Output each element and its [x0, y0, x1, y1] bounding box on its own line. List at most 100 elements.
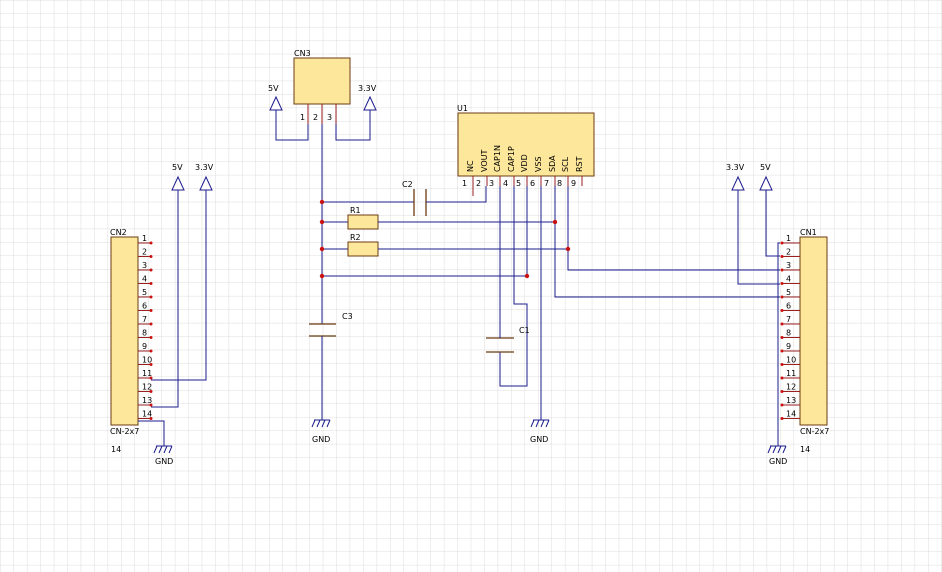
cn1-pin7-end [780, 322, 784, 326]
wire-cn3-5v [275, 110, 309, 141]
cn2-pin12-num: 12 [142, 383, 152, 392]
cn1-pin8-num: 8 [786, 329, 791, 338]
cn3-5v-label: 5V [268, 84, 279, 93]
cn1-pin8-end [780, 336, 784, 339]
wire-cn1-3v3 [737, 190, 780, 285]
u1-pin9-num: 9 [571, 179, 576, 188]
cn2-pin6-end [149, 309, 153, 312]
u1-pin-4: CAP1P 4 [503, 146, 516, 188]
cn2-pin10-end [149, 363, 153, 366]
gnd-symbol-cn1 [767, 445, 787, 454]
junction-r2 [319, 246, 325, 252]
u1-pin-9: RST 9 [571, 156, 584, 188]
cn2-pin-9: 9 [138, 342, 153, 353]
u1-ref: U1 [457, 104, 468, 113]
u1-pin-3: CAP1N 3 [489, 145, 502, 188]
cn1-pin13-end [780, 403, 784, 407]
cn2-pin9-end [149, 349, 153, 353]
c2-label: C2 [402, 180, 413, 189]
cn2-pin3-num: 3 [142, 261, 147, 270]
cn1-body [799, 236, 828, 426]
r1-body [347, 214, 379, 230]
cn2-pin-10: 10 [138, 356, 153, 366]
cn1-pin-7: 7 [780, 315, 800, 326]
u1-pin1-name: NC [466, 160, 475, 172]
cn2-pin5-end [149, 295, 153, 299]
cn2-pin-1: 1 [138, 234, 153, 245]
c3-label: C3 [342, 312, 353, 321]
cn1-pin-12: 12 [780, 383, 800, 393]
cn3-3v3-label: 3.3V [358, 84, 377, 93]
cn2-5v-label: 5V [172, 163, 183, 172]
cn1-pin-6: 6 [780, 302, 800, 312]
cn2-pin-2: 2 [138, 248, 153, 258]
cn1-pin-10: 10 [780, 356, 800, 366]
ic-u1[interactable]: U1 NC 1 VOUT 2 CAP1N 3 CAP1P 4 [457, 104, 595, 196]
u1-pin6-num: 6 [530, 179, 535, 188]
cn2-pin10-num: 10 [142, 356, 152, 365]
cn1-pin7-num: 7 [786, 315, 791, 324]
cn1-pin1-end [780, 241, 784, 245]
u1-pin5-num: 5 [516, 179, 521, 188]
cn1-pin4-num: 4 [786, 275, 791, 284]
gnd-label-cn2: GND [155, 457, 173, 466]
connector-cn3[interactable]: CN3 1 2 3 [293, 49, 351, 124]
cn3-body [293, 57, 351, 105]
u1-pin8-name: SCL [561, 156, 570, 172]
wire-cn3-3v3 [335, 110, 371, 141]
cn1-pin9-num: 9 [786, 342, 791, 351]
cn2-pin-8: 8 [138, 329, 153, 339]
cn1-pin11-end [780, 376, 784, 380]
cn1-pin-3: 3 [780, 261, 800, 272]
cn1-pin5-num: 5 [786, 288, 791, 297]
cn2-pin7-num: 7 [142, 315, 147, 324]
junction-sda [552, 219, 558, 225]
cn1-5v-symbol [759, 175, 773, 191]
u1-pin4-num: 4 [503, 179, 508, 188]
cn2-pin4-end [149, 282, 153, 285]
junction-vdd-ic [524, 273, 530, 279]
wire-c2-vout [426, 186, 487, 203]
cn1-pin6-num: 6 [786, 302, 791, 311]
u1-pin-2: VOUT 2 [476, 150, 489, 188]
cn2-pin13-num: 13 [142, 396, 152, 405]
cn1-pin10-end [780, 363, 784, 366]
cn1-pin3-num: 3 [786, 261, 791, 270]
cn1-pin1-num: 1 [786, 234, 791, 243]
cn1-pin6-end [780, 309, 784, 312]
cn1-pin14-num: 14 [786, 410, 796, 419]
u1-pin5-name: VDD [520, 154, 529, 172]
cn3-3v3-symbol [363, 95, 377, 111]
cn2-pin1-end [149, 241, 153, 245]
cn1-pin14-end [780, 417, 784, 420]
cn3-pin3-num: 3 [327, 113, 332, 122]
cn1-pin11-num: 11 [786, 369, 796, 378]
u1-body [457, 112, 595, 177]
cn1-pin-11: 11 [780, 369, 800, 380]
cn2-pin9-num: 9 [142, 342, 147, 351]
u1-pin4-name: CAP1P [507, 146, 516, 172]
cn2-5v-symbol [171, 175, 185, 191]
cn2-pin12-end [149, 390, 153, 393]
cn1-extra: 14 [800, 445, 810, 454]
cn1-pin5-end [780, 295, 784, 299]
u1-pin-group: NC 1 VOUT 2 CAP1N 3 CAP1P 4 VDD [462, 145, 584, 196]
cn2-pin11-num: 11 [142, 369, 152, 378]
u1-pin-7: SDA 7 [544, 155, 557, 188]
cn2-pin6-num: 6 [142, 302, 147, 311]
cn1-pin-1: 1 [780, 234, 800, 245]
junction-c2 [319, 199, 325, 205]
cn1-pin-5: 5 [780, 288, 800, 299]
cn2-pin5-num: 5 [142, 288, 147, 297]
cn2-pin-12: 12 [138, 383, 153, 393]
cn2-pin-3: 3 [138, 261, 153, 272]
cn2-pin-5: 5 [138, 288, 153, 299]
cn1-ref: CN1 [800, 228, 817, 237]
cn1-pin4-end [780, 282, 784, 285]
